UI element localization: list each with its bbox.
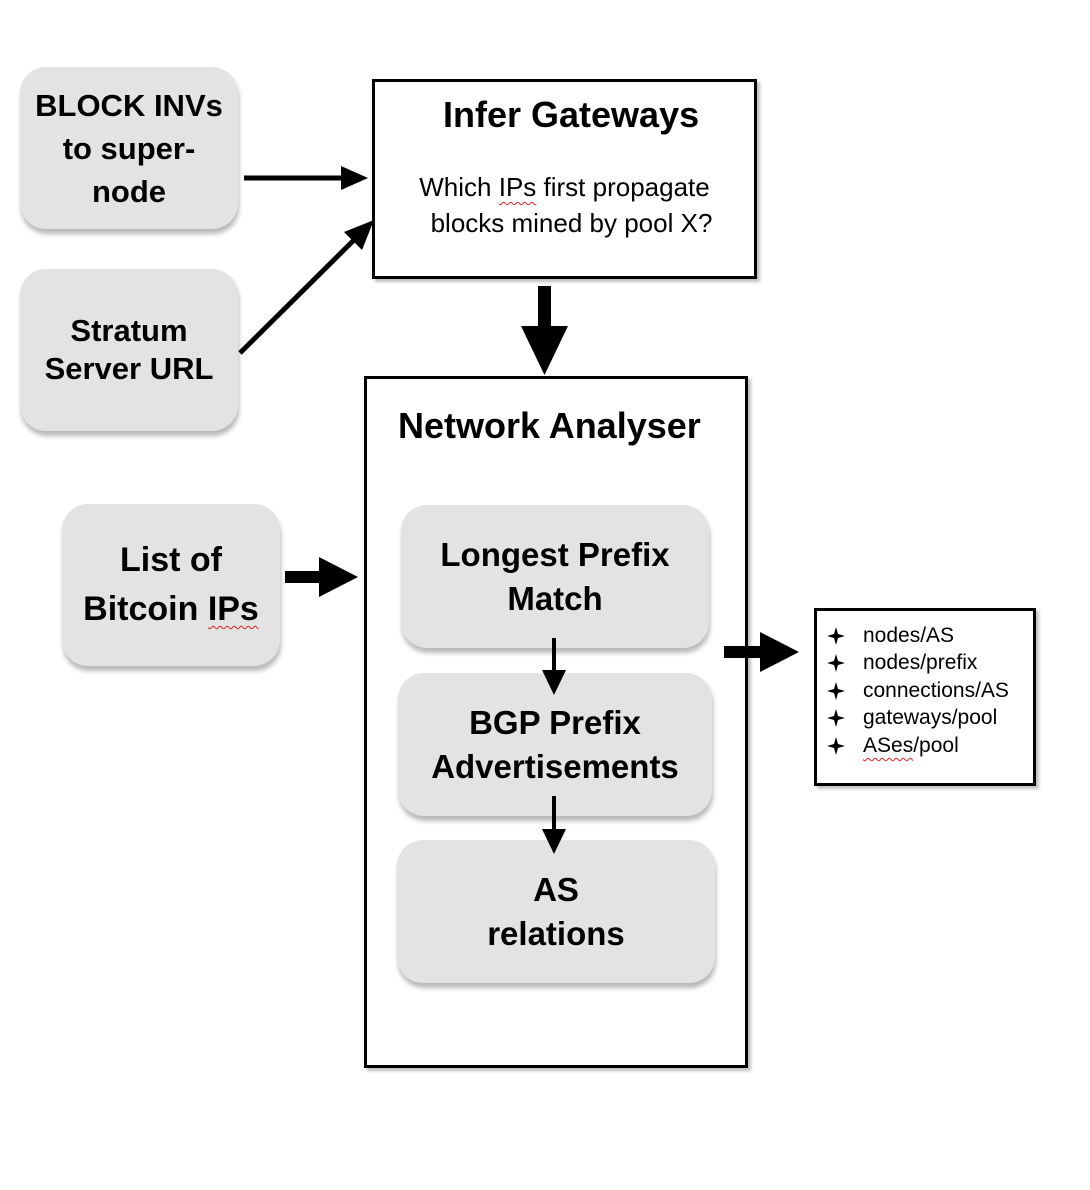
star-bullet-icon xyxy=(827,681,845,700)
stratum-line-1: Stratum xyxy=(70,313,188,348)
star-bullet-icon xyxy=(827,626,845,645)
infer-gateways-box: Infer Gateways Which IPs first propagate… xyxy=(372,79,757,279)
output-item-label: ASes/pool xyxy=(863,734,959,758)
output-item: gateways/pool xyxy=(826,705,1033,733)
question-post: first propagate xyxy=(536,172,710,202)
step-as-relations: AS relations xyxy=(397,840,715,983)
star-bullet-icon xyxy=(827,654,845,673)
arrow-analyser-to-outputs xyxy=(724,632,799,672)
outputs-box: nodes/AS nodes/prefix connections/AS gat… xyxy=(814,608,1036,786)
step-bgp-prefix-advertisements: BGP Prefix Advertisements xyxy=(398,673,712,816)
output-item: connections/AS xyxy=(826,677,1033,705)
output-item: nodes/prefix xyxy=(826,650,1033,678)
step-3-line-1: AS xyxy=(533,870,579,908)
output-item-label: nodes/AS xyxy=(863,623,955,647)
question-line-1: Which IPs first propagate xyxy=(375,169,754,205)
block-invs-line-2: to super- xyxy=(62,130,196,166)
step-1-line-2: Match xyxy=(507,579,603,617)
infer-gateways-title: Infer Gateways xyxy=(443,94,700,135)
bitcoin-ips-line-1: List of xyxy=(120,541,222,579)
stratum-line-2: Server URL xyxy=(44,351,214,386)
star-bullet-icon xyxy=(827,709,845,728)
input-list-of-bitcoin-ips: List of Bitcoin IPs xyxy=(62,504,280,666)
block-invs-line-1: BLOCK INVs xyxy=(35,87,223,123)
step-longest-prefix-match: Longest Prefix Match xyxy=(401,505,709,648)
input-block-invs: BLOCK INVs to super- node xyxy=(20,67,238,229)
bitcoin-ips-prefix: Bitcoin xyxy=(83,590,208,628)
star-bullet-icon xyxy=(827,736,845,755)
question-line-2: blocks mined by pool X? xyxy=(430,208,713,238)
output-item: nodes/AS xyxy=(826,622,1033,650)
arrow-stratum-to-infer xyxy=(238,220,374,355)
step-2-line-1: BGP Prefix xyxy=(469,703,641,741)
bitcoin-ips-marked: IPs xyxy=(207,590,259,628)
arrow-infer-to-analyser xyxy=(521,286,568,375)
arrow-block-invs-to-infer xyxy=(244,166,368,190)
step-1-line-1: Longest Prefix xyxy=(440,535,670,573)
output-item-label: nodes/prefix xyxy=(863,651,978,675)
infer-gateways-question: Which IPs first propagate blocks mined b… xyxy=(375,169,754,241)
step-3-line-2: relations xyxy=(487,914,625,952)
output-last-rest: /pool xyxy=(913,733,959,757)
output-item-label: connections/AS xyxy=(863,678,1009,702)
output-item: ASes/pool xyxy=(826,732,1033,760)
input-stratum-server-url: Stratum Server URL xyxy=(20,269,238,431)
arrow-step-2-to-step-3 xyxy=(542,796,566,854)
bitcoin-ips-line-2: Bitcoin IPs xyxy=(83,585,259,634)
block-invs-line-3: node xyxy=(91,173,167,209)
question-pre: Which xyxy=(419,172,499,202)
output-last-marked: ASes xyxy=(863,733,914,757)
output-item-label: gateways/pool xyxy=(863,706,998,730)
arrow-bitcoin-ips-to-analyser xyxy=(285,557,358,597)
question-marked: IPs xyxy=(498,172,537,202)
network-analyser-title: Network Analyser xyxy=(398,405,701,446)
arrow-step-1-to-step-2 xyxy=(542,638,566,695)
step-2-line-2: Advertisements xyxy=(431,747,679,785)
